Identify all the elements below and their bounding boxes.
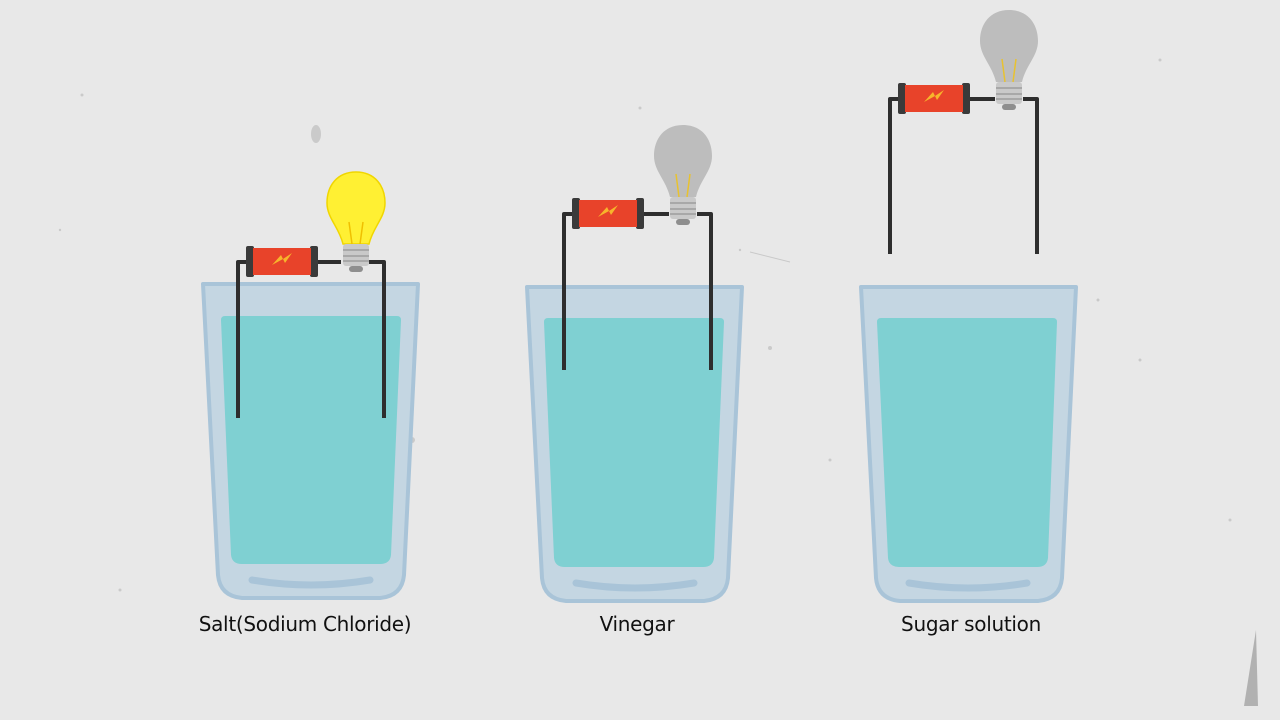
liquid: [221, 316, 401, 564]
liquid: [544, 318, 724, 567]
glass: [201, 282, 420, 600]
battery-icon: [572, 198, 644, 229]
salt-label: Salt(Sodium Chloride): [198, 612, 412, 636]
light-bulb-icon: [654, 125, 712, 225]
glass: [859, 285, 1078, 603]
circuit-wires: [888, 97, 1039, 254]
glass: [525, 285, 744, 603]
vinegar-label: Vinegar: [599, 612, 675, 636]
lightning-bolt-icon: [272, 253, 292, 265]
lightning-bolt-icon: [924, 90, 944, 102]
sugar-setup: [859, 10, 1078, 603]
battery-icon: [246, 246, 318, 277]
light-bulb-icon: [980, 10, 1038, 110]
light-bulb-icon: [326, 171, 386, 272]
lightning-bolt-icon: [598, 205, 618, 217]
liquid: [877, 318, 1057, 567]
background-scratch: [749, 251, 791, 263]
battery-icon: [898, 83, 970, 114]
salt-setup: [201, 171, 420, 600]
sugar-solution-label: Sugar solution: [901, 612, 1041, 636]
corner-mark: [1244, 630, 1258, 706]
vinegar-setup: [525, 125, 744, 603]
